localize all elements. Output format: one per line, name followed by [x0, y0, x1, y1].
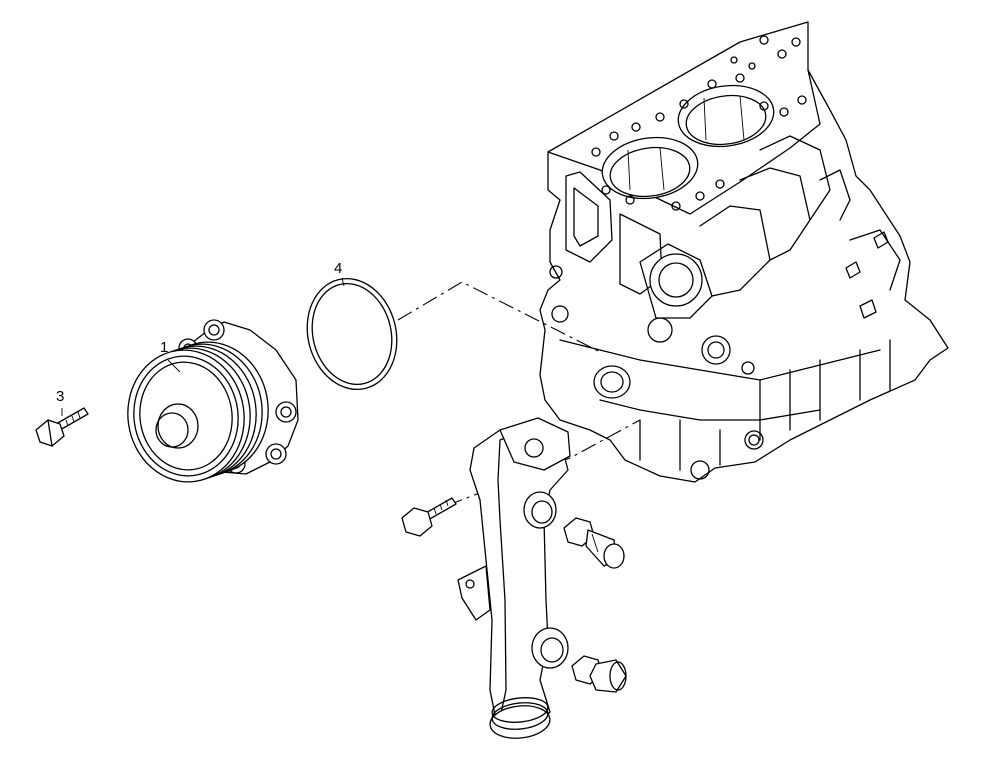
assembly-centerlines [397, 281, 641, 517]
leader-lines [61, 277, 345, 416]
callout-label-3: 3 [56, 388, 65, 405]
drain-plug [571, 655, 627, 693]
water-pump [127, 319, 299, 483]
pipe-bolt [401, 497, 457, 537]
coolant-pipe [457, 417, 571, 739]
callout-label-4: 4 [334, 260, 343, 277]
o-ring [306, 277, 398, 391]
callout-label-1: 1 [160, 339, 169, 356]
temperature-sender [563, 517, 625, 569]
bolt [35, 407, 89, 447]
engine-block [539, 21, 949, 483]
